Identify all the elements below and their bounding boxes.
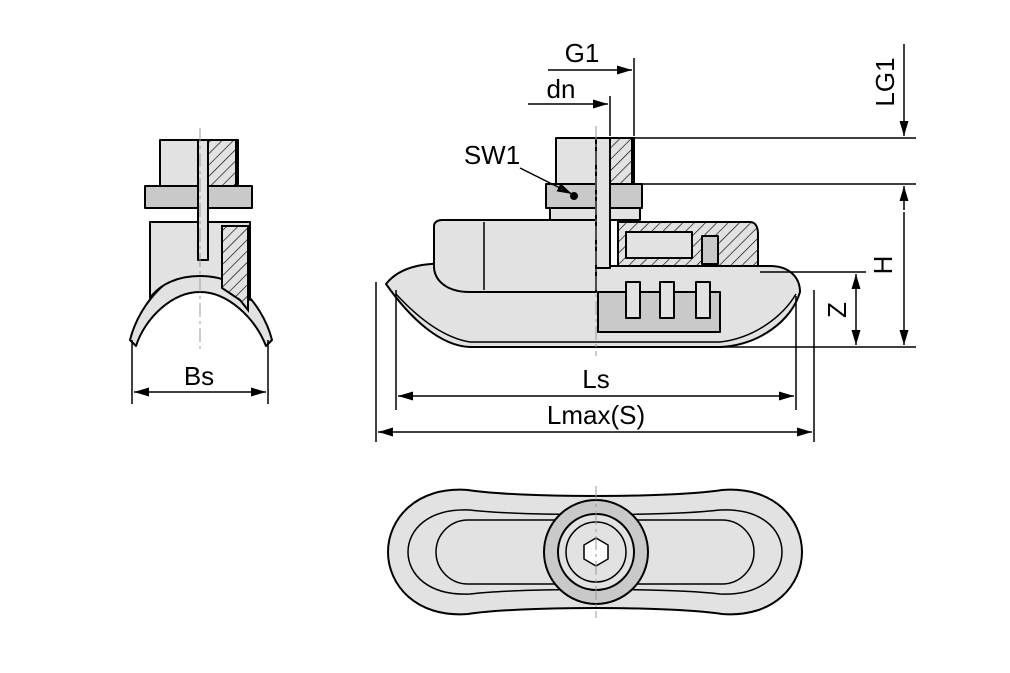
side-view: Bs bbox=[129, 128, 273, 404]
front-view bbox=[385, 126, 801, 356]
front-view-valve-ball-1 bbox=[625, 281, 641, 319]
front-view-left-body bbox=[433, 219, 597, 293]
side-view-section bbox=[221, 225, 249, 313]
front-view-insert bbox=[625, 231, 693, 259]
top-view bbox=[387, 486, 803, 618]
h-label: H bbox=[868, 256, 898, 275]
ls-label: Ls bbox=[582, 364, 609, 394]
lg1-label: LG1 bbox=[870, 57, 900, 106]
dn-label: dn bbox=[547, 74, 576, 104]
front-view-pin bbox=[701, 235, 719, 265]
top-view-inner-contour bbox=[407, 509, 783, 595]
sw1-label: SW1 bbox=[464, 140, 520, 170]
front-view-valve-ball-2 bbox=[659, 281, 675, 319]
front-view-bore bbox=[595, 137, 611, 269]
z-label: Z bbox=[822, 302, 852, 318]
front-view-fitting-section bbox=[609, 137, 633, 185]
front-view-cup-inner bbox=[395, 293, 797, 343]
dimensions: G1 dn SW1 LG1 H Z Ls Lmax(S) bbox=[375, 38, 916, 442]
side-view-bore bbox=[197, 139, 209, 261]
g1-label: G1 bbox=[565, 38, 600, 68]
sw1-leader bbox=[519, 167, 573, 195]
bs-label: Bs bbox=[184, 361, 214, 391]
lmax-label: Lmax(S) bbox=[547, 400, 645, 430]
side-view-fitting-section bbox=[205, 139, 237, 187]
front-view-valve-ball-3 bbox=[695, 281, 711, 319]
